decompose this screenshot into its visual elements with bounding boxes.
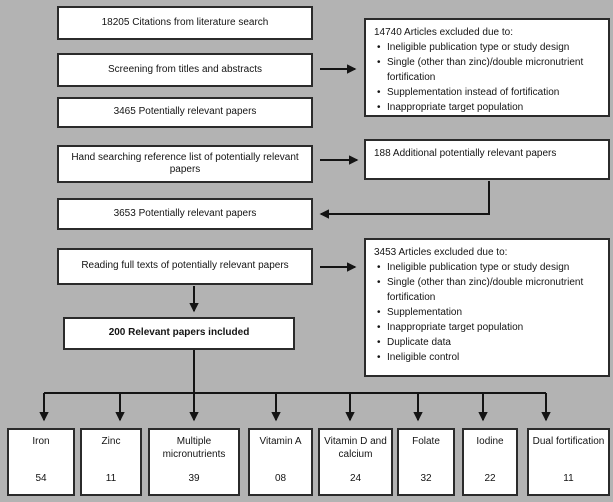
excluded-3453-title: 3453 Articles excluded due to:: [374, 247, 508, 258]
box-reading-full-texts: Reading full texts of potentially releva…: [57, 248, 313, 285]
list-item: Inappropriate target population: [374, 101, 600, 115]
list-item: Duplicate data: [374, 336, 600, 350]
screening-text: Screening from titles and abstracts: [108, 63, 262, 75]
included-200-text: 200 Relevant papers included: [108, 327, 250, 339]
additional-188-text: 188 Additional potentially relevant pape…: [374, 148, 557, 159]
box-relevant-3465: 3465 Potentially relevant papers: [57, 97, 313, 128]
category-box-vitamin-a: Vitamin A 08: [248, 428, 313, 496]
list-item: Inappropriate target population: [374, 321, 600, 335]
category-box-iodine: Iodine 22: [462, 428, 518, 496]
hand-searching-text: Hand searching reference list of potenti…: [71, 151, 299, 176]
list-item: Ineligible publication type or study des…: [374, 41, 600, 55]
category-count: 08: [274, 472, 287, 484]
category-label: Dual fortification: [532, 436, 605, 447]
category-label: Iron: [32, 436, 50, 447]
excluded-3453-list: Ineligible publication type or study des…: [374, 261, 600, 366]
excluded-14740-title: 14740 Articles excluded due to:: [374, 27, 513, 38]
excluded-14740-list: Ineligible publication type or study des…: [374, 41, 600, 115]
category-label: Iodine: [476, 436, 504, 447]
box-screening: Screening from titles and abstracts: [57, 53, 313, 87]
box-included-200: 200 Relevant papers included: [63, 317, 295, 350]
box-hand-searching: Hand searching reference list of potenti…: [57, 145, 313, 183]
list-item: Ineligible control: [374, 351, 600, 365]
citations-text: 18205 Citations from literature search: [101, 16, 269, 28]
category-label: Multiple micronutrients: [162, 436, 226, 460]
category-box-iron: Iron 54: [7, 428, 75, 496]
box-excluded-3453: 3453 Articles excluded due to: Ineligibl…: [364, 238, 610, 377]
category-count: 32: [420, 472, 432, 484]
category-count: 11: [563, 472, 574, 484]
category-box-multiple-micronutrients: Multiple micronutrients 39: [148, 428, 240, 496]
relevant-3653-text: 3653 Potentially relevant papers: [113, 207, 257, 219]
box-excluded-14740: 14740 Articles excluded due to: Ineligib…: [364, 18, 610, 117]
category-box-zinc: Zinc 11: [80, 428, 142, 496]
box-relevant-3653: 3653 Potentially relevant papers: [57, 198, 313, 230]
list-item: Single (other than zinc)/double micronut…: [374, 56, 600, 84]
category-count: 22: [484, 472, 496, 484]
category-box-vitamin-d-calcium: Vitamin D and calcium 24: [318, 428, 393, 496]
list-item: Supplementation: [374, 306, 600, 320]
category-label: Zinc: [101, 436, 121, 447]
list-item: Supplementation instead of fortification: [374, 86, 600, 100]
reading-full-texts-text: Reading full texts of potentially releva…: [81, 260, 289, 272]
list-item: Single (other than zinc)/double micronut…: [374, 276, 600, 304]
category-label: Folate: [412, 436, 440, 447]
category-label: Vitamin A: [259, 436, 302, 447]
category-count: 24: [349, 472, 362, 484]
arrow-additional188-to-3653: [319, 181, 490, 219]
category-count: 11: [105, 472, 117, 484]
category-box-folate: Folate 32: [397, 428, 455, 496]
category-label: Vitamin D and calcium: [324, 436, 387, 460]
category-box-dual-fortification: Dual fortification 11: [527, 428, 610, 496]
category-count: 54: [35, 472, 47, 484]
box-citations: 18205 Citations from literature search: [57, 6, 313, 40]
list-item: Ineligible publication type or study des…: [374, 261, 600, 275]
relevant-3465-text: 3465 Potentially relevant papers: [113, 106, 257, 118]
category-count: 39: [188, 472, 200, 484]
box-additional-188: 188 Additional potentially relevant pape…: [364, 139, 610, 180]
